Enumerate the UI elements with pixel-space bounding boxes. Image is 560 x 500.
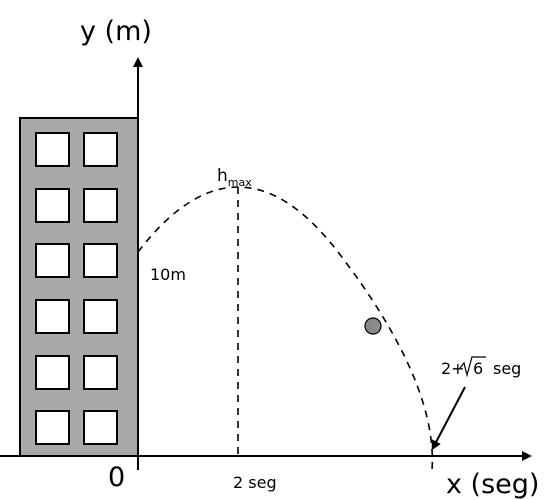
window xyxy=(83,410,118,445)
landing-suffix: seg xyxy=(493,359,521,378)
window xyxy=(83,132,118,167)
x-axis-label: x (seg) xyxy=(446,469,539,500)
building xyxy=(19,117,139,457)
apex-time-label: 2 seg xyxy=(233,473,277,492)
building-height-label: 10m xyxy=(150,265,186,284)
window xyxy=(35,132,70,167)
ball xyxy=(364,317,382,335)
window xyxy=(83,243,118,278)
window xyxy=(35,243,70,278)
window xyxy=(83,299,118,334)
window xyxy=(35,355,70,390)
hmax-subscript: max xyxy=(228,176,252,189)
window xyxy=(35,299,70,334)
landing-time-label: 2+ 6 seg xyxy=(441,356,521,378)
window xyxy=(83,188,118,223)
y-axis-label: y (m) xyxy=(80,16,152,47)
origin-label: 0 xyxy=(108,462,125,493)
hmax-base: h xyxy=(217,166,228,186)
landing-arrow xyxy=(431,386,466,451)
window xyxy=(35,188,70,223)
landing-radicand: 6 xyxy=(473,359,483,378)
hmax-label: hmax xyxy=(217,166,252,189)
building-windows xyxy=(35,132,118,445)
building-body xyxy=(19,117,139,457)
trajectory-curve xyxy=(137,186,434,471)
window xyxy=(83,355,118,390)
landing-prefix: 2+ xyxy=(441,359,465,378)
sqrt-symbol xyxy=(459,356,486,378)
window xyxy=(35,410,70,445)
